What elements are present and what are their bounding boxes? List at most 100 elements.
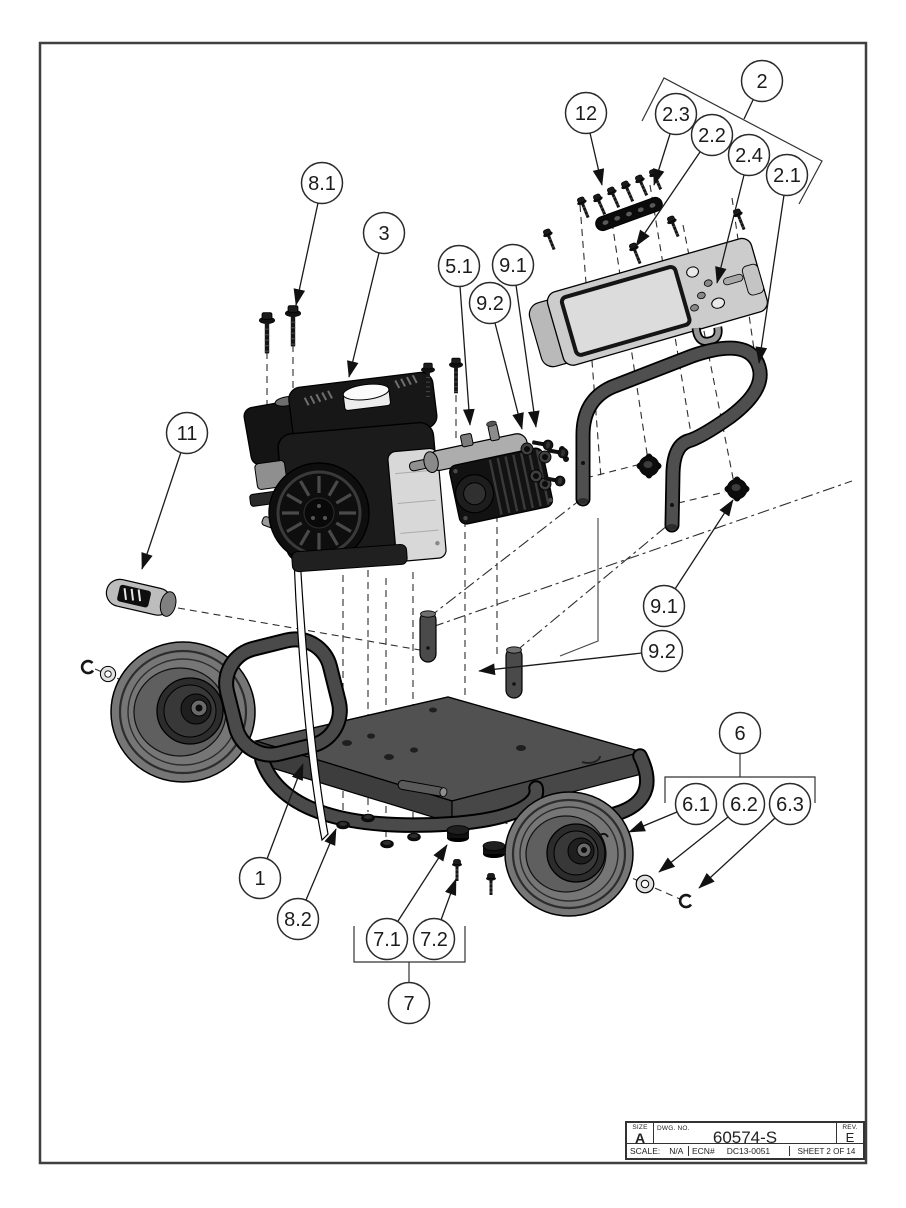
axle-washer (635, 874, 655, 894)
leader-6-1 (628, 811, 678, 833)
axle-pin (397, 779, 448, 798)
svg-text:12: 12 (575, 103, 597, 125)
svg-text:3: 3 (378, 223, 389, 245)
scale-cell: SCALE: N/A (627, 1146, 689, 1156)
bracket-group-6 (664, 776, 816, 803)
group-brackets (353, 77, 823, 983)
mount-nut (380, 839, 394, 849)
rubber-foot (446, 825, 470, 843)
callout-balloon-6-3: 6.3 (768, 782, 812, 826)
engine-bolt (258, 312, 276, 354)
leader-7-1 (397, 844, 448, 922)
svg-text:6.3: 6.3 (776, 794, 804, 816)
svg-text:8.2: 8.2 (284, 909, 312, 931)
callout-balloon-2-2: 2.2 (690, 113, 734, 157)
svg-text:2.4: 2.4 (735, 145, 763, 167)
title-block: SIZE A DWG. NO. 60574-S REV. E SCALE: N/… (625, 1121, 865, 1160)
mount-nut (361, 813, 375, 823)
callout-balloon-6-1: 6.1 (674, 782, 718, 826)
retaining-clip (80, 659, 95, 675)
rev-value: E (845, 1130, 855, 1145)
control-panel-illustration (528, 237, 769, 368)
svg-text:7.1: 7.1 (373, 929, 401, 951)
svg-text:6: 6 (734, 723, 745, 745)
bracket-group-2 (641, 77, 823, 205)
cart-frame-illustration (218, 610, 655, 833)
screw (540, 227, 560, 252)
size-cell: SIZE A (627, 1123, 654, 1146)
handle-stub-right (505, 647, 523, 699)
callout-balloon-2-4: 2.4 (727, 133, 771, 177)
callout-balloon-1: 1 (238, 856, 282, 900)
page-border (38, 41, 868, 1165)
svg-text:6.2: 6.2 (730, 794, 758, 816)
ecn-label: ECN# (692, 1146, 715, 1156)
engine-illustration (243, 371, 447, 573)
svg-text:6.1: 6.1 (682, 794, 710, 816)
leader-9-2-lower (478, 652, 643, 676)
handlebar-illustration (575, 340, 768, 533)
callout-balloon-2: 2 (740, 59, 784, 103)
panel-recess (559, 265, 692, 357)
mount-nut (407, 832, 421, 842)
handle-stub-left (419, 611, 437, 663)
callout-balloon-12: 12 (564, 91, 608, 135)
rev-label: REV. (842, 1124, 858, 1131)
callout-balloon-3: 3 (362, 211, 406, 255)
handle-knob (636, 453, 662, 479)
callout-balloon-11: 11 (165, 411, 209, 455)
mounting-strip (595, 196, 663, 232)
fuel-cap (342, 383, 391, 411)
svg-text:7.2: 7.2 (420, 929, 448, 951)
rev-cell: REV. E (837, 1123, 863, 1145)
leader-2-4 (715, 174, 745, 284)
panel-screw (618, 179, 638, 204)
pump-bolt (448, 357, 464, 394)
leader-lines (141, 99, 785, 922)
leader-2-1 (755, 194, 785, 364)
leader-8-1 (293, 202, 319, 306)
leader-7-2 (440, 878, 457, 921)
panel-screw (604, 185, 624, 210)
mount-nut (336, 820, 350, 830)
right-wheel-illustration (504, 791, 634, 917)
callout-balloon-5-1: 5.1 (437, 244, 481, 288)
svg-text:1: 1 (254, 868, 265, 890)
callout-balloon-7-2: 7.2 (412, 917, 456, 961)
leader-6-3 (698, 817, 776, 889)
svg-text:2.1: 2.1 (773, 165, 801, 187)
svg-text:11: 11 (177, 423, 198, 445)
rubber-foot (482, 841, 506, 859)
leader-12 (589, 132, 605, 186)
leader-9-1-lower (674, 499, 734, 590)
callout-balloon-6: 6 (718, 711, 762, 755)
title-block-bottom-row: SCALE: N/A ECN# DC13-0051 SHEET 2 OF 14 (627, 1144, 863, 1158)
scale-label: SCALE: (630, 1146, 661, 1156)
axle-washer (99, 665, 117, 683)
scale-value: N/A (669, 1146, 684, 1156)
pump-washer (538, 450, 552, 464)
panel-screw (632, 173, 652, 198)
svg-text:9.1: 9.1 (499, 255, 527, 277)
svg-text:2.2: 2.2 (698, 125, 726, 147)
callout-balloon-2-3: 2.3 (654, 92, 698, 136)
dwg-no-label: DWG. NO. (657, 1125, 690, 1132)
callout-balloon-8-2: 8.2 (276, 897, 320, 941)
size-value: A (634, 1130, 646, 1146)
leader-2-2 (635, 151, 701, 247)
screw (730, 207, 750, 232)
dwg-no-cell: DWG. NO. 60574-S (654, 1123, 837, 1147)
callout-balloon-9-1-lower: 9.1 (642, 584, 686, 628)
dwg-no-value: 60574-S (712, 1128, 778, 1147)
callout-balloon-9-1-upper: 9.1 (491, 243, 535, 287)
pump-washer (520, 442, 534, 456)
leader-6-2 (658, 816, 729, 873)
leader-9-1-upper (515, 284, 540, 428)
title-block-top-row: SIZE A DWG. NO. 60574-S REV. E (627, 1123, 863, 1147)
leader-9-2-upper (494, 322, 524, 430)
callout-balloon-9-2-upper: 9.2 (468, 281, 512, 325)
leader-2-3 (653, 133, 671, 186)
svg-text:9.2: 9.2 (476, 293, 504, 315)
svg-text:2: 2 (756, 71, 767, 93)
leader-2 (743, 99, 754, 120)
